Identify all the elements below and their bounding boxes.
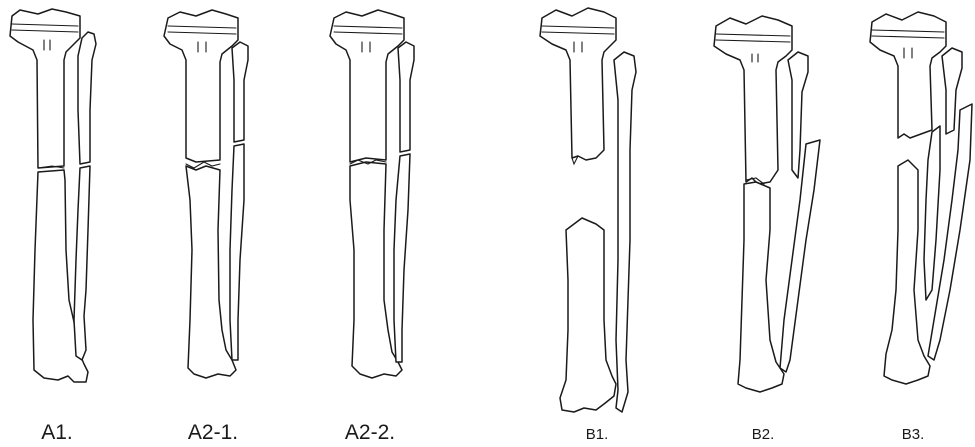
panel-b2-drawing [714, 16, 820, 392]
b1-fibula [614, 52, 636, 412]
panel-label-a2-1: A2-1. [188, 421, 238, 445]
a1-fibula-distal [74, 166, 90, 360]
panel-label-b2: B2. [752, 426, 775, 443]
panel-b3-drawing [870, 12, 972, 384]
a2-2-fibula-distal [394, 154, 410, 362]
a1-fibula-proximal [78, 32, 96, 164]
b1-tibia-proximal [540, 8, 616, 160]
b3-tibia-distal [884, 160, 930, 384]
panel-label-b1: B1. [586, 426, 609, 443]
b1-tibia-distal [560, 218, 616, 412]
panel-a1-drawing [10, 9, 96, 382]
panel-a2-1-drawing [164, 10, 248, 378]
a2-2-fibula-proximal [398, 42, 414, 152]
a2-1-fibula-proximal [232, 42, 248, 142]
a2-1-tibia-distal [186, 166, 236, 378]
panel-b1-drawing [540, 8, 636, 412]
b2-tibia-distal [738, 182, 784, 392]
panel-label-a1: A1. [41, 421, 73, 445]
panel-label-a2-2: A2-2. [345, 421, 395, 445]
panel-a2-2-drawing [330, 10, 414, 378]
panel-label-b3: B3. [902, 426, 925, 443]
a1-tibia-proximal [10, 9, 80, 168]
b2-fibula-distal [780, 140, 820, 372]
b3-tibia-fragment [924, 126, 940, 300]
a2-1-fibula-distal [230, 144, 244, 360]
